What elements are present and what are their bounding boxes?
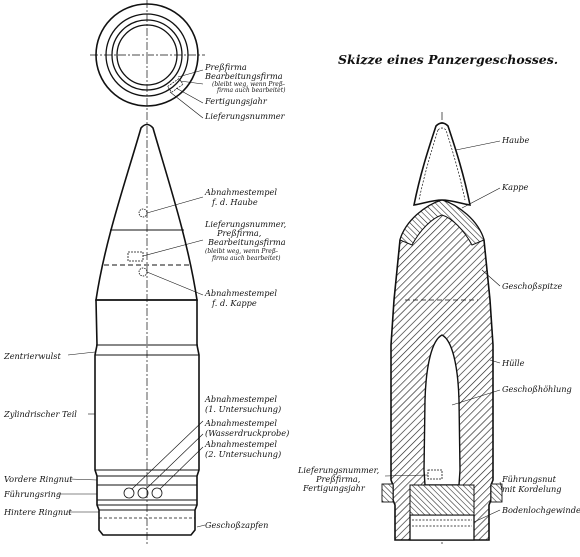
label-section-lief-1: Lieferungsnummer, [297, 465, 379, 475]
label-lieferungsnummer: Lieferungsnummer [204, 111, 286, 121]
section-base-hole [409, 514, 475, 541]
label-kappe: Kappe [501, 182, 528, 192]
label-abnahme-1b: (1. Untersuchung) [205, 404, 281, 414]
section-view: Skizze eines Panzergeschosses. [297, 52, 580, 545]
label-zentrierwulst: Zentrierwulst [3, 351, 61, 361]
label-bearbeitungsfirma: Bearbeitungsfirma [204, 71, 283, 81]
label-haube: Haube [501, 135, 530, 145]
label-fertigungsjahr: Fertigungsjahr [204, 96, 268, 106]
label-lief-4: (bleibt weg, wenn Preß- [205, 248, 278, 255]
label-section-lief-3: Fertigungsjahr [302, 483, 366, 493]
label-abnahme-1a: Abnahmestempel [204, 394, 277, 404]
label-abnahme-haube-2: f. d. Haube [211, 197, 258, 207]
section-base-plug [409, 484, 475, 516]
section-band-left [381, 483, 394, 503]
label-geschossspitze: Geschoßspitze [502, 281, 563, 291]
label-lief-3: Bearbeitungsfirma [207, 237, 286, 247]
label-huelle: Hülle [501, 358, 525, 368]
stamp-mark-kappe [138, 267, 148, 277]
label-abnahme-kappe-1: Abnahmestempel [204, 288, 277, 298]
label-fuehrungsnut-2: mit Kordelung [502, 484, 562, 494]
label-bearbeitungsfirma-note2: firma auch bearbeitet) [216, 87, 286, 94]
section-haube [412, 122, 472, 206]
section-stamp-mark [427, 469, 443, 480]
section-kappe [399, 199, 485, 246]
label-abnahme-w-b: (Wasserdruckprobe) [205, 428, 289, 438]
label-geschosszapfen: Geschoßzapfen [205, 520, 268, 530]
label-bodenloch: Bodenlochgewinde [501, 505, 580, 515]
label-abnahme-w-a: Abnahmestempel [204, 418, 277, 428]
end-view-stamp-mark [167, 78, 184, 93]
label-abnahme-kappe-2: f. d. Kappe [211, 298, 257, 308]
label-vordere-ringnut: Vordere Ringnut [4, 474, 73, 484]
stamp-mark-1 [123, 487, 135, 499]
label-pressfirma: Preßfirma [204, 62, 247, 72]
top-end-view: Preßfirma Bearbeitungsfirma (bleibt weg,… [90, 0, 286, 121]
label-zylindrischer-teil: Zylindrischer Teil [3, 409, 77, 419]
label-abnahme-2b: (2. Untersuchung) [205, 449, 281, 459]
label-abnahme-haube-1: Abnahmestempel [204, 187, 277, 197]
stamp-mark-cap [138, 208, 148, 218]
section-band-right [490, 483, 503, 503]
label-lief-1: Lieferungsnummer, [204, 219, 286, 229]
label-abnahme-2a: Abnahmestempel [204, 439, 277, 449]
label-lief-2: Preßfirma, [216, 228, 261, 238]
label-section-lief-2: Preßfirma, [315, 474, 360, 484]
stamp-mark-2 [137, 487, 149, 499]
label-fuehrungsnut-1: Führungsnut [501, 474, 557, 484]
stamp-mark-3 [151, 487, 163, 499]
exterior-ogive [95, 123, 198, 301]
label-bearbeitungsfirma-note: (bleibt weg, wenn Preß- [212, 81, 285, 88]
label-geschosshoehlung: Geschoßhöhlung [502, 384, 572, 394]
section-cavity [423, 334, 461, 486]
diagram-title: Skizze eines Panzergeschosses. [338, 52, 558, 67]
exterior-view: Abnahmestempel f. d. Haube Lieferungsnum… [3, 112, 289, 545]
label-fuehrungsring: Führungsring [3, 489, 61, 499]
label-lief-5: firma auch bearbeitet) [211, 255, 281, 262]
label-hintere-ringnut: Hintere Ringnut [3, 507, 72, 517]
stamp-mark-lot [127, 251, 144, 262]
